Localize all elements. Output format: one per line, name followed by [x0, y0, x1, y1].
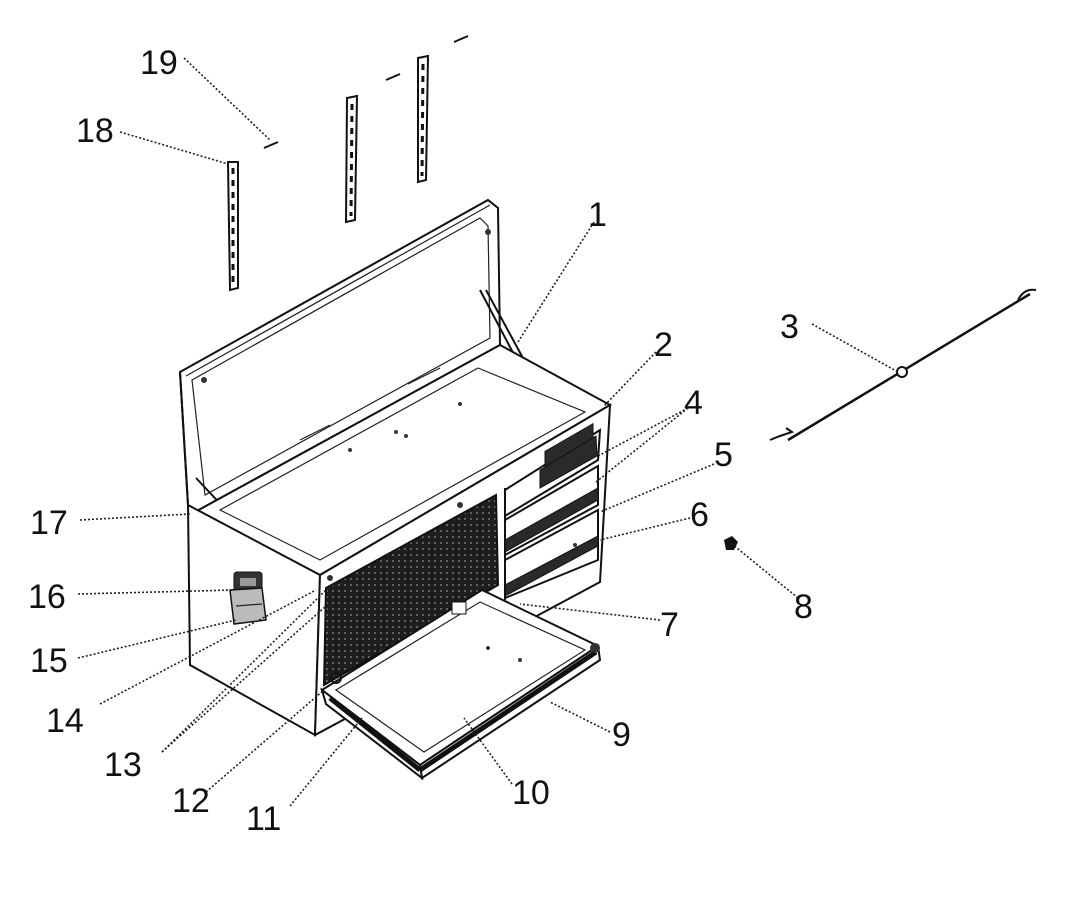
callout-19: 19 — [140, 44, 178, 82]
callout-16: 16 — [28, 578, 66, 616]
callout-17: 17 — [30, 504, 68, 542]
callout-9: 9 — [612, 716, 631, 754]
callout-3: 3 — [780, 308, 799, 346]
hanger-screw — [263, 35, 469, 149]
left-side-panel — [186, 503, 322, 737]
callout-4: 4 — [684, 384, 703, 422]
callout-14: 14 — [46, 702, 84, 740]
callout-13: 13 — [104, 746, 142, 784]
callout-2: 2 — [654, 326, 673, 364]
callout-6: 6 — [690, 496, 709, 534]
callout-5: 5 — [714, 436, 733, 474]
small-nut — [724, 536, 738, 550]
lock-rod — [769, 288, 1037, 442]
callout-18: 18 — [76, 112, 114, 150]
hanger-strip — [226, 54, 430, 292]
callout-11: 11 — [246, 800, 281, 838]
leader-lines — [77, 57, 899, 807]
open-drawer — [320, 588, 602, 781]
callout-1: 1 — [588, 196, 607, 234]
callout-15: 15 — [30, 642, 68, 680]
callout-12: 12 — [172, 782, 210, 820]
callout-labels: 1 2 3 4 5 6 7 8 9 10 11 12 13 14 15 16 1… — [28, 44, 813, 838]
callout-7: 7 — [660, 606, 679, 644]
callout-10: 10 — [512, 774, 550, 812]
callout-8: 8 — [794, 588, 813, 626]
